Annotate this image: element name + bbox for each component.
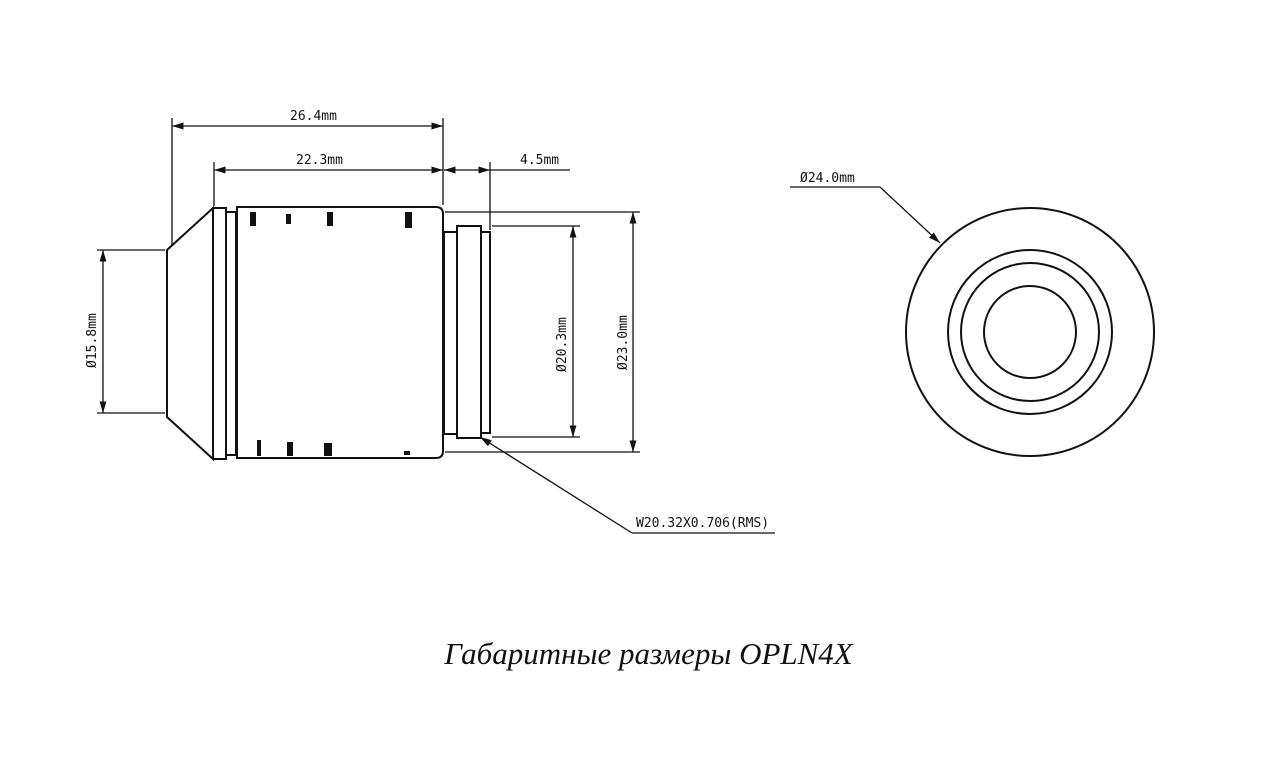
dim-body-length: 22.3mm — [296, 153, 343, 168]
lens-front-view — [905, 207, 1155, 457]
dim-thread-diameter: Ø20.3mm — [555, 317, 570, 372]
dim-outer-diameter: Ø24.0mm — [800, 171, 855, 186]
thread-end — [480, 231, 491, 434]
neck — [443, 231, 458, 435]
dim-thread-spec: W20.32X0.706(RMS) — [636, 516, 769, 531]
outer-circle — [905, 207, 1155, 457]
front-cone — [166, 205, 214, 462]
dim-body-diameter: Ø23.0mm — [616, 315, 631, 370]
dimension-lines — [97, 118, 941, 534]
thread — [456, 225, 482, 439]
front-ring — [212, 207, 227, 460]
lens-side-view — [166, 205, 491, 462]
front-groove — [225, 211, 237, 456]
dim-overall-length: 26.4mm — [290, 109, 337, 124]
lens-body — [236, 206, 444, 459]
body-markings — [250, 212, 412, 456]
ring-circle — [947, 249, 1113, 415]
aperture-circle — [983, 285, 1077, 379]
inner-ring-circle — [960, 262, 1100, 402]
dim-thread-length: 4.5mm — [520, 153, 559, 168]
dim-front-diameter: Ø15.8mm — [85, 313, 100, 368]
figure-caption: Габаритные размеры OPLN4X — [444, 636, 853, 671]
